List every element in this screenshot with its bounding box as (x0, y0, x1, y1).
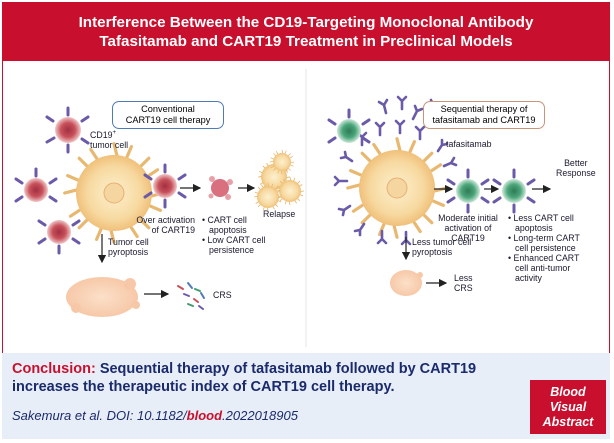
cart-cell-red-5 (222, 155, 230, 163)
citation-journal: blood (186, 408, 223, 423)
moderate-line-3: CART19 (451, 233, 485, 243)
sequential-box-line-2: tafasitamab and CART19 (432, 115, 536, 125)
better-line-1: Better (564, 158, 588, 168)
badge-line-2: Visual (549, 399, 587, 414)
right-outcome-6: cell anti-tumor (515, 263, 571, 273)
cart-cell-red-3 (47, 220, 71, 244)
conventional-therapy-box: Conventional CART19 cell therapy (112, 101, 224, 129)
pyroptotic-cell (66, 277, 140, 317)
left-outcome-4: persistence (209, 245, 254, 255)
left-outcome-2: apoptosis (209, 225, 247, 235)
over-activation-label: Over activation of CART19 (135, 215, 195, 235)
moderate-line-2: activation of (444, 223, 492, 233)
left-outcome-1: • CART cell (202, 215, 247, 225)
badge-line-1: Blood (550, 384, 586, 399)
right-outcome-3: • Long-term CART (508, 233, 580, 243)
right-outcome-5: • Enhanced CART (508, 253, 580, 263)
tumor-cell-left (63, 142, 165, 244)
cart-cell-red-1 (55, 117, 81, 143)
car-receptors-left (14, 106, 187, 255)
right-outcome-2: apoptosis (515, 223, 553, 233)
tumor-cell-right (346, 137, 448, 239)
better-line-2: Response (556, 168, 596, 178)
pyroptosis-line-2: pyroptosis (108, 247, 149, 257)
cd19-tumor-label: CD19+ tumor cell (90, 128, 128, 150)
cd19-superscript: + (112, 130, 117, 136)
apoptosis-outcomes-right: • Less CART cell apoptosis • Long-term C… (508, 213, 580, 283)
cart-cell-red-2 (24, 178, 48, 202)
citation: Sakemura et al. DOI: 10.1182/blood.20220… (12, 408, 298, 423)
cart-cell-green-3 (502, 179, 526, 203)
over-activation-line-1: Over activation (136, 215, 195, 225)
cart-cell-green-1 (337, 119, 361, 143)
citation-prefix: Sakemura et al. DOI: 10.1182/ (12, 408, 187, 423)
crs-label: CRS (213, 290, 232, 300)
car-receptors-right (327, 108, 536, 214)
less-crs-label: Less CRS (454, 273, 473, 293)
diagram-illustration (14, 69, 552, 347)
conclusion-text: Conclusion: Sequential therapy of tafasi… (12, 360, 512, 396)
better-response-label: Better Response (556, 158, 596, 178)
tafasitamab-label: tafasitamab (446, 139, 492, 149)
apoptotic-cart-cell (208, 176, 233, 200)
conclusion-label: Conclusion: (12, 361, 96, 377)
less-pyroptosis-label: Less tumor cell pyroptosis (412, 237, 471, 257)
less-pyro-line-2: pyroptosis (412, 247, 453, 257)
relapse-label: Relapse (263, 209, 296, 219)
cart-cell-red-4 (153, 174, 177, 198)
title-banner: Interference Between the CD19-Targeting … (2, 2, 610, 61)
pyroptosis-line-1: Tumor cell (108, 237, 149, 247)
conclusion-footer: Conclusion: Sequential therapy of tafasi… (2, 353, 610, 439)
title-line-2: Tafasitamab and CART19 Treatment in Prec… (99, 32, 513, 50)
less-crs-line-1: Less (454, 273, 473, 283)
tumor-cell-text: tumor cell (90, 139, 129, 150)
tumor-pyroptosis-label: Tumor cell pyroptosis (108, 237, 149, 257)
less-pyro-line-1: Less tumor cell (412, 237, 472, 247)
sequential-therapy-box: Sequential therapy of tafasitamab and CA… (423, 101, 545, 129)
right-outcome-4: cell persistence (515, 243, 576, 253)
cart-cell-green-2 (456, 179, 480, 203)
right-outcome-7: activity (515, 273, 542, 283)
small-pyroptotic-cell (390, 270, 423, 296)
sequential-box-line-1: Sequential therapy of (440, 104, 528, 114)
conventional-box-line-1: Conventional (141, 104, 195, 114)
moderate-line-1: Moderate initial (438, 213, 498, 223)
left-outcome-3: • Low CART cell (202, 235, 266, 245)
blood-visual-abstract-badge: Blood Visual Abstract (530, 380, 606, 434)
less-crs-line-2: CRS (454, 283, 473, 293)
badge-line-3: Abstract (542, 414, 594, 429)
conclusion-body: Sequential therapy of tafasitamab follow… (12, 361, 477, 395)
moderate-activation-label: Moderate initial activation of CART19 (432, 213, 504, 243)
citation-suffix: .2022018905 (222, 408, 298, 423)
over-activation-line-2: of CART19 (151, 225, 195, 235)
cytokine-cluster (177, 282, 205, 310)
apoptosis-outcomes-left: • CART cell apoptosis • Low CART cell pe… (202, 215, 265, 255)
right-outcome-1: • Less CART cell (508, 213, 574, 223)
title-line-1: Interference Between the CD19-Targeting … (78, 13, 534, 31)
cd19-text: CD19 (90, 129, 113, 140)
diagram-panel: Conventional CART19 cell therapy CD19+ t… (2, 61, 610, 353)
relapse-tumor-cluster (253, 149, 305, 212)
conventional-box-line-2: CART19 cell therapy (125, 115, 211, 125)
